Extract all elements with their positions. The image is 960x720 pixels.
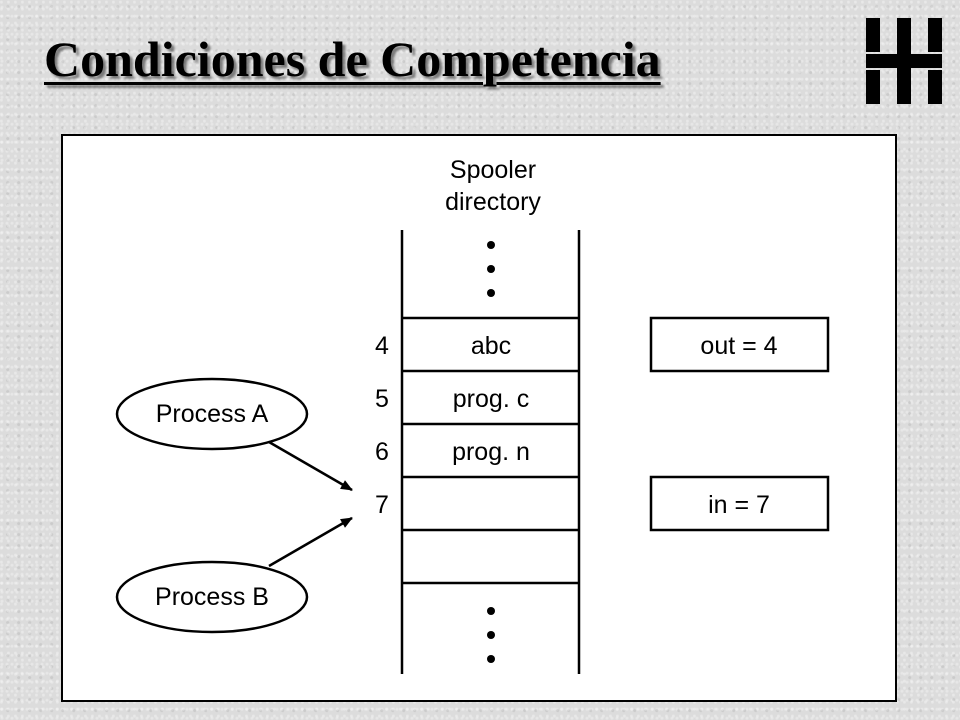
slot-index: 7 [375,491,389,519]
top-ellipsis-icon [487,241,495,297]
diagram-panel: Spooler directory 4 5 6 7 abc prog. c pr… [61,134,897,702]
process-b-ellipse [115,560,309,634]
spooler-title-line2: directory [445,188,541,216]
slot-content: abc [470,332,512,360]
slot-index: 6 [375,438,389,466]
out-box [649,316,830,373]
slot-content: prog. n [452,438,530,466]
slot-content: prog. c [452,385,530,413]
spooler-title-line1: Spooler [449,156,537,184]
utn-logo-icon [866,18,942,104]
slot-index: 4 [375,332,389,360]
in-label: in = 7 [708,491,770,519]
in-box [649,475,830,532]
diagram-graphics [115,230,830,674]
process-a-arrow [268,440,353,492]
process-a-ellipse [115,377,309,451]
process-a-label: Process A [155,400,269,428]
slot-index: 5 [375,385,389,413]
out-label: out = 4 [700,332,778,360]
process-b-arrow [268,516,353,568]
slide-title: Condiciones de Competencia [44,31,661,87]
bottom-ellipsis-icon [487,607,495,663]
process-b-label: Process B [155,583,269,611]
